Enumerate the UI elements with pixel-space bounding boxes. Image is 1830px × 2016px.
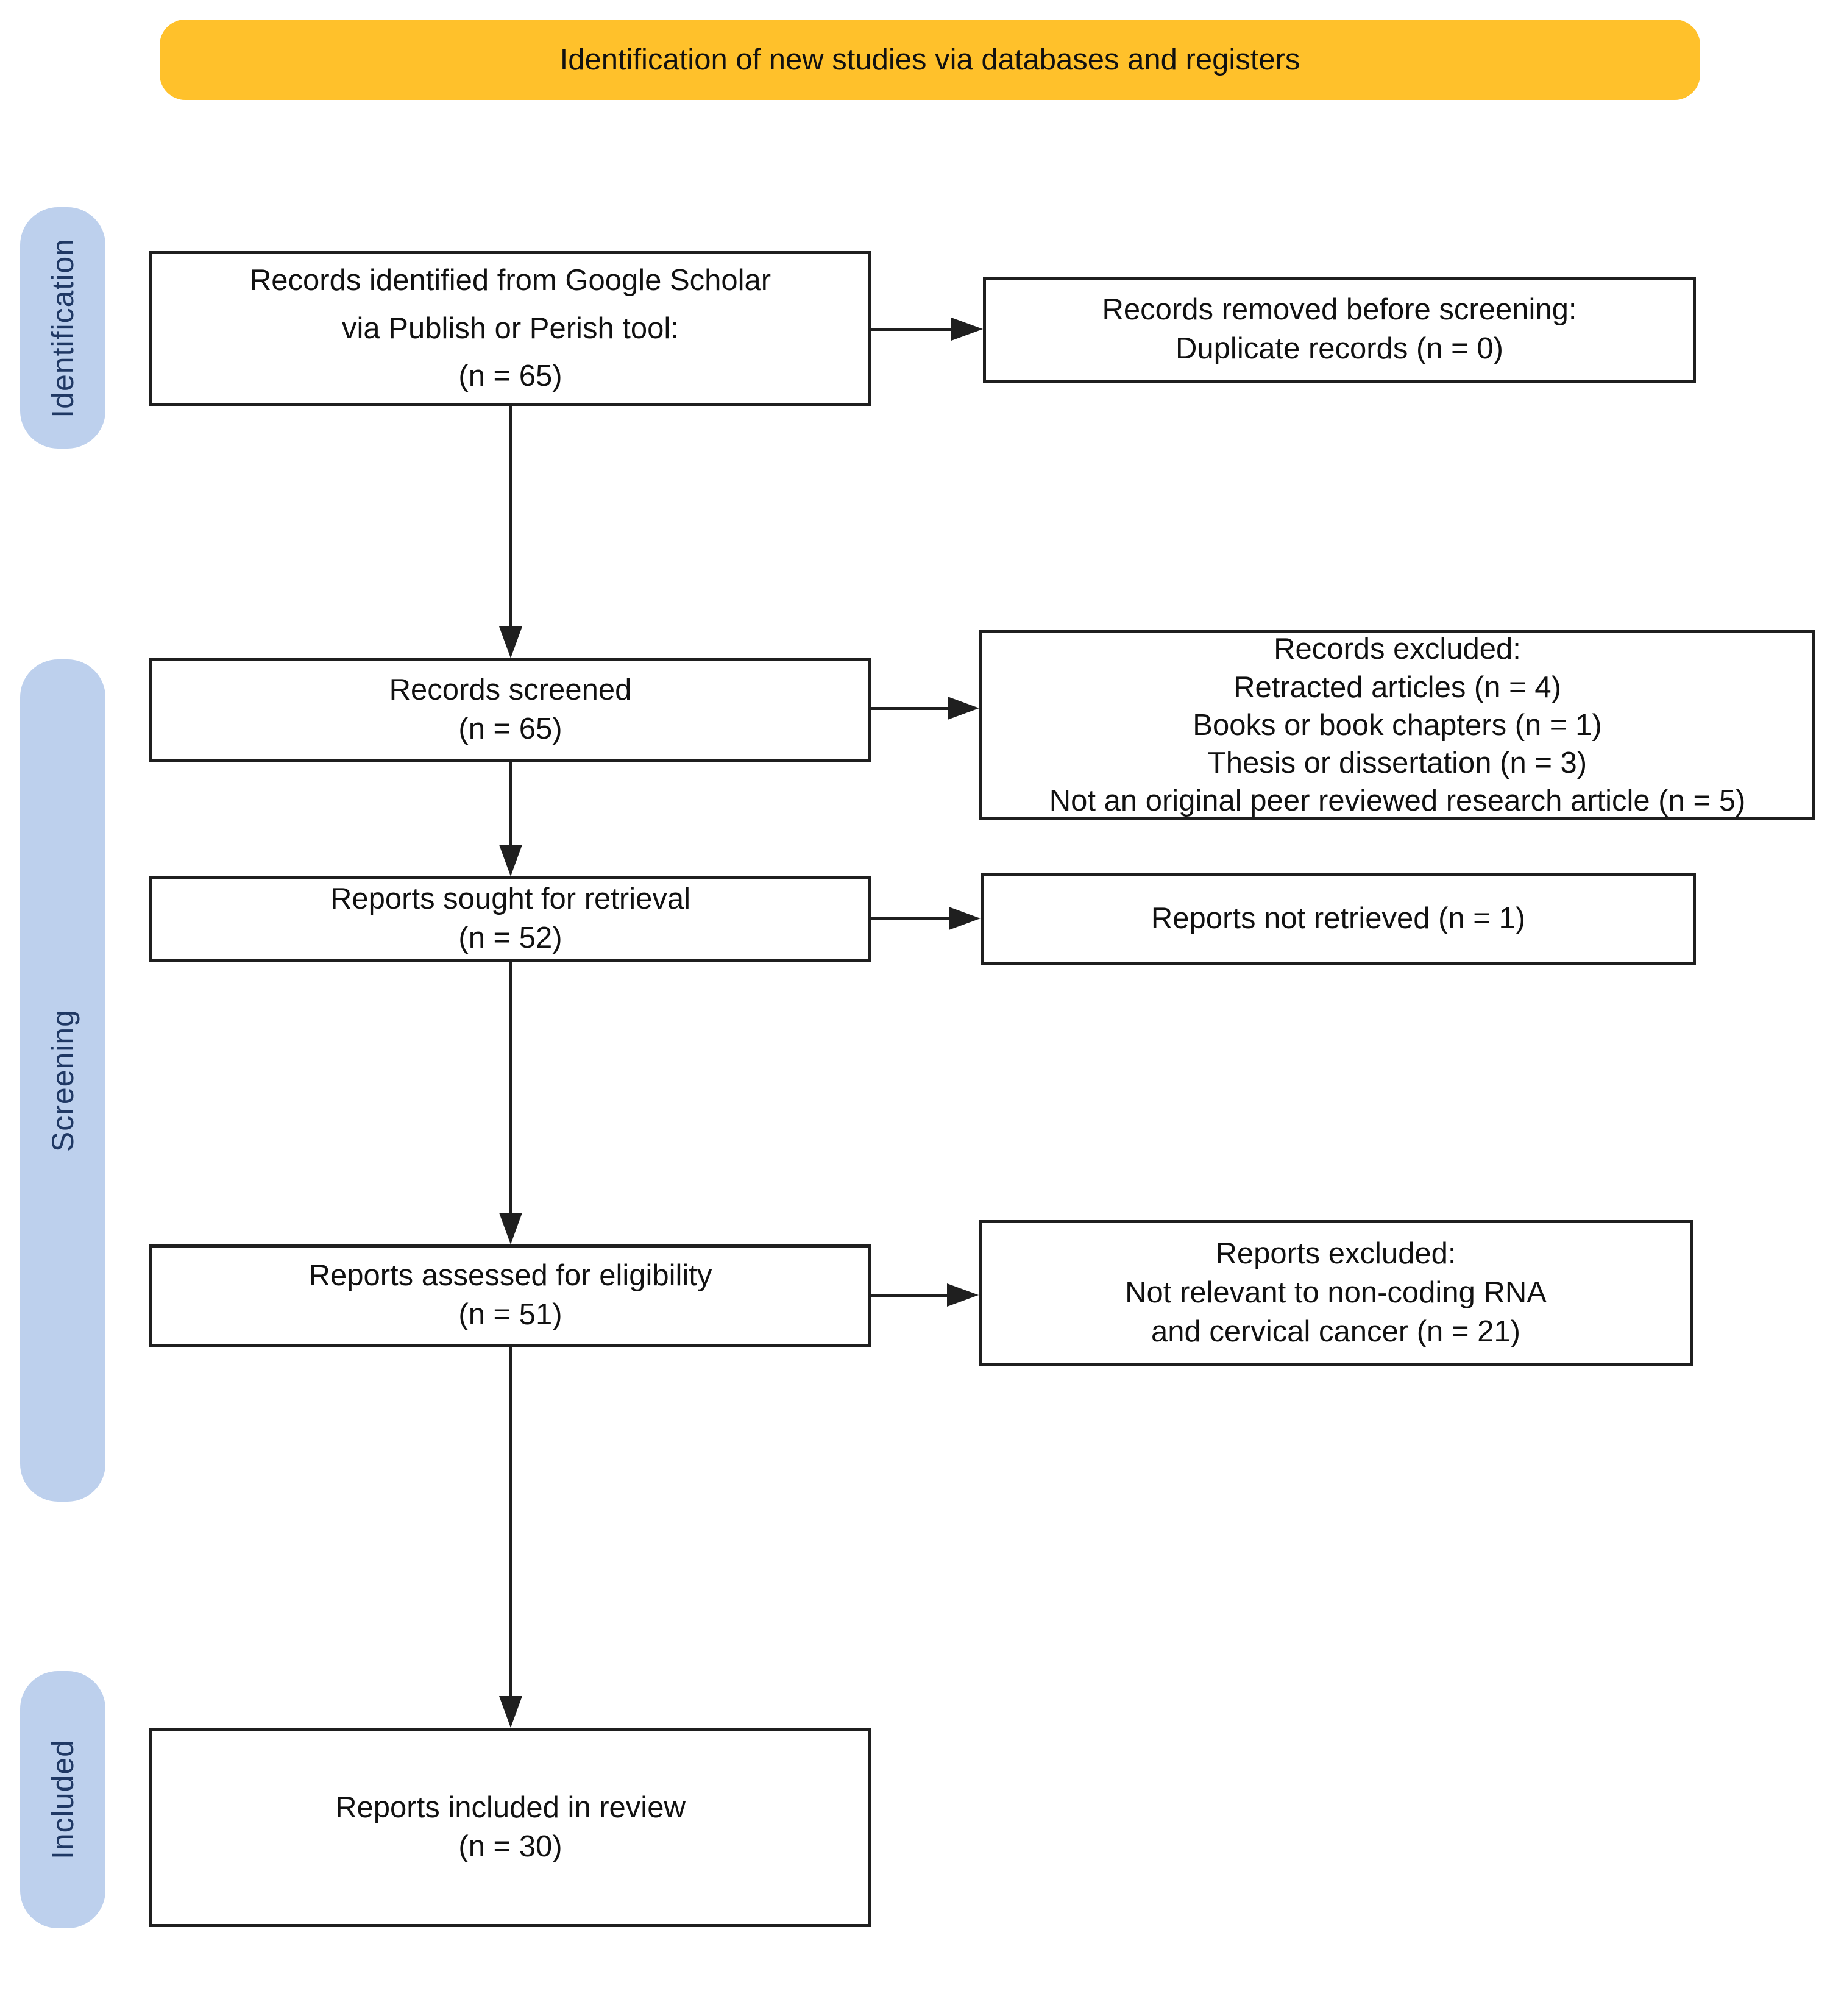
box-reports-included-label: Reports included in review (n = 30) bbox=[335, 1791, 686, 1863]
box-records-identified: Records identified from Google Scholar v… bbox=[149, 251, 871, 406]
stage-identification-text: Identification bbox=[46, 238, 80, 418]
box-records-screened: Records screened (n = 65) bbox=[149, 658, 871, 762]
box-records-excluded-label: Records excluded: Retracted articles (n … bbox=[1049, 633, 1746, 818]
box-records-removed-label: Records removed before screening: Duplic… bbox=[1102, 293, 1577, 365]
stage-label-included: Included bbox=[20, 1671, 105, 1928]
box-records-identified-label: Records identified from Google Scholar v… bbox=[249, 264, 771, 393]
box-reports-not-retrieved: Reports not retrieved (n = 1) bbox=[981, 873, 1696, 965]
box-reports-assessed-label: Reports assessed for eligibility (n = 51… bbox=[308, 1259, 712, 1331]
box-reports-assessed: Reports assessed for eligibility (n = 51… bbox=[149, 1244, 871, 1347]
stage-screening-text: Screening bbox=[46, 1009, 80, 1152]
box-records-removed: Records removed before screening: Duplic… bbox=[983, 277, 1696, 383]
stage-included-text: Included bbox=[46, 1739, 80, 1860]
stage-label-identification: Identification bbox=[20, 207, 105, 449]
box-reports-sought: Reports sought for retrieval (n = 52) bbox=[149, 876, 871, 962]
box-records-excluded: Records excluded: Retracted articles (n … bbox=[979, 630, 1815, 820]
box-reports-sought-label: Reports sought for retrieval (n = 52) bbox=[330, 882, 690, 954]
banner-title-label: Identification of new studies via databa… bbox=[559, 43, 1300, 76]
box-reports-not-retrieved-label: Reports not retrieved (n = 1) bbox=[1151, 902, 1526, 935]
box-reports-included: Reports included in review (n = 30) bbox=[149, 1728, 871, 1927]
box-reports-excluded-label: Reports excluded: Not relevant to non-co… bbox=[1125, 1237, 1547, 1348]
box-reports-excluded: Reports excluded: Not relevant to non-co… bbox=[979, 1220, 1693, 1366]
banner-title: Identification of new studies via databa… bbox=[160, 20, 1700, 100]
stage-label-screening: Screening bbox=[20, 659, 105, 1502]
box-records-screened-label: Records screened (n = 65) bbox=[389, 673, 632, 745]
